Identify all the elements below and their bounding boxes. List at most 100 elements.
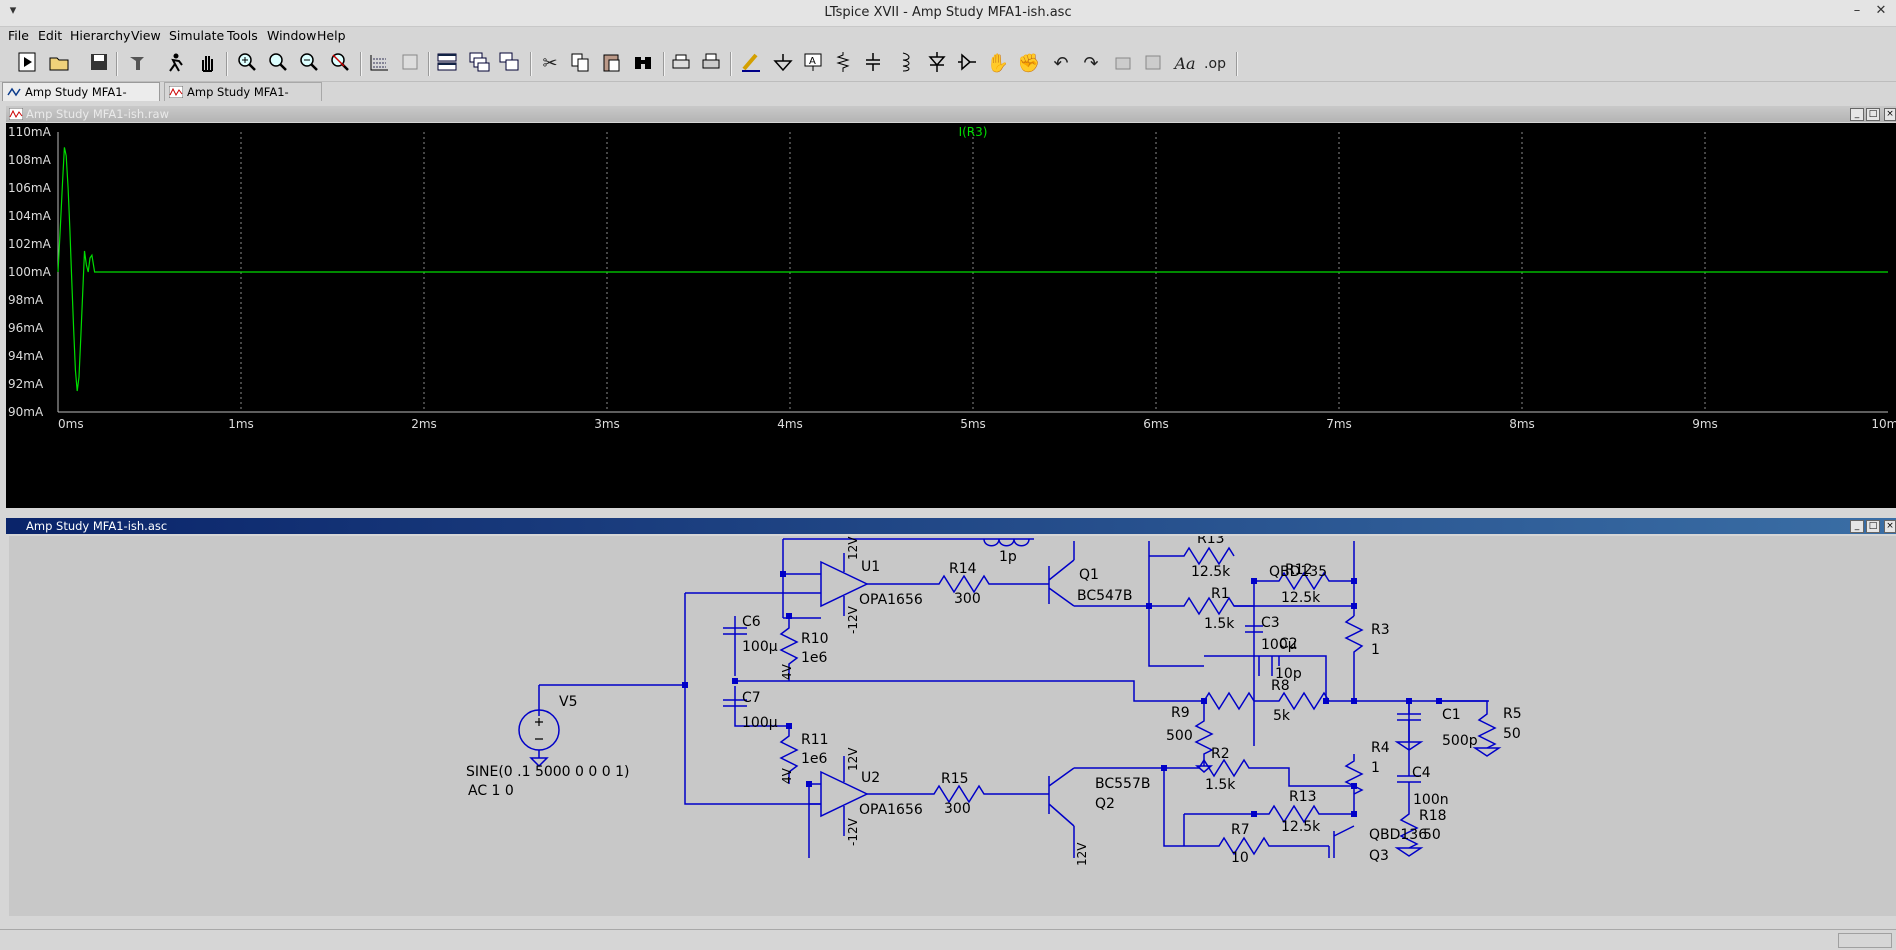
label-r7-value: 10 <box>1231 850 1249 866</box>
label-net-icon[interactable]: A <box>800 51 826 77</box>
waveform-plot-area[interactable]: 0ms1ms2ms3ms4ms5ms6ms7ms8ms9ms10ms110mA1… <box>6 123 1896 508</box>
schematic-close-button[interactable]: × <box>1884 520 1896 533</box>
new-schematic-icon[interactable] <box>14 51 40 77</box>
autorange-icon[interactable] <box>366 51 392 77</box>
chart-title: I(R3) <box>959 125 988 139</box>
draw-wire-icon[interactable] <box>738 51 764 77</box>
zoom-pan-icon[interactable] <box>265 51 291 77</box>
label-v5-ac: AC 1 0 <box>468 783 514 799</box>
undo-icon[interactable]: ↶ <box>1053 53 1069 74</box>
save-icon[interactable] <box>86 51 112 77</box>
capacitor-icon[interactable] <box>860 51 886 77</box>
redo-icon[interactable]: ↷ <box>1083 53 1099 74</box>
menu-window[interactable]: Window <box>267 28 317 43</box>
window-menu-icon[interactable]: ▾ <box>9 3 17 18</box>
pick-visible-icon[interactable] <box>397 51 423 77</box>
label-r11: R11 <box>801 732 829 748</box>
schematic-window-caption[interactable]: Amp Study MFA1-ish.asc <box>6 518 1896 534</box>
label-c7: C7 <box>742 690 761 706</box>
label-u1: U1 <box>861 559 880 575</box>
plot-minimize-button[interactable]: _ <box>1850 108 1864 121</box>
label-c4-value: 100n <box>1413 792 1449 808</box>
ground-icon[interactable] <box>770 51 796 77</box>
open-icon[interactable] <box>46 51 72 77</box>
inductor-icon[interactable] <box>891 51 917 77</box>
x-tick-label: 3ms <box>594 417 620 431</box>
status-bar <box>0 929 1896 950</box>
paste-icon[interactable] <box>598 51 624 77</box>
window-title: LTspice XVII - Amp Study MFA1-ish.asc <box>824 5 1072 20</box>
menu-bar: File Edit Hierarchy View Simulate Tools … <box>0 27 1896 47</box>
tab-schematic[interactable]: Amp Study MFA1-ish.asc <box>2 82 160 118</box>
x-tick-label: 8ms <box>1509 417 1535 431</box>
close-all-icon[interactable] <box>496 51 522 77</box>
menu-file[interactable]: File <box>8 28 29 43</box>
copy-icon[interactable] <box>567 51 593 77</box>
label-u1-pos: 12V <box>846 536 860 560</box>
schematic-canvas[interactable]: U1 OPA1656 12V -12V U2 OPA1656 12V -12V … <box>9 536 1896 916</box>
label-c2: C2 <box>1279 636 1298 652</box>
schematic-minimize-button[interactable]: _ <box>1850 520 1864 533</box>
label-u2: U2 <box>861 770 880 786</box>
label-r18: R18 <box>1419 808 1447 824</box>
plot-close-button[interactable]: × <box>1884 108 1896 121</box>
label-r18-value: 50 <box>1423 827 1441 843</box>
mirror-icon[interactable] <box>1140 51 1166 77</box>
label-r8-value: 5k <box>1273 708 1291 724</box>
y-tick-label: 104mA <box>8 209 52 223</box>
spice-directive-icon[interactable]: .op <box>1204 56 1226 72</box>
circuit-diagram[interactable]: U1 OPA1656 12V -12V U2 OPA1656 12V -12V … <box>9 536 1896 916</box>
menu-edit[interactable]: Edit <box>38 28 63 43</box>
label-u2-pos: 12V <box>846 747 860 771</box>
halt-icon[interactable] <box>194 51 220 77</box>
status-cell <box>1838 933 1892 948</box>
tab-waveform[interactable]: Amp Study MFA1-ish.raw <box>164 82 322 118</box>
cascade-icon[interactable] <box>466 51 492 77</box>
zoom-in-icon[interactable] <box>234 51 260 77</box>
label-r10: R10 <box>801 631 829 647</box>
label-r9-value: 500 <box>1166 728 1193 744</box>
rotate-icon[interactable] <box>1110 51 1136 77</box>
x-tick-label: 5ms <box>960 417 986 431</box>
menu-help[interactable]: Help <box>317 28 346 43</box>
zoom-fit-icon[interactable] <box>327 51 353 77</box>
control-panel-icon[interactable] <box>124 51 150 77</box>
label-r14-value: 300 <box>954 591 981 607</box>
y-tick-label: 98mA <box>8 293 44 307</box>
waveform-chart[interactable]: 0ms1ms2ms3ms4ms5ms6ms7ms8ms9ms10ms110mA1… <box>6 123 1896 508</box>
run-icon[interactable] <box>162 51 188 77</box>
resistor-icon[interactable] <box>830 51 856 77</box>
toolbar: ✂ A ✋ ✊ ↶ ↷ Aa .op <box>0 47 1896 82</box>
label-r11-node: 4V <box>780 767 794 784</box>
label-v5-source: SINE(0 .1 5000 0 0 0 1) <box>466 764 629 780</box>
menu-view[interactable]: View <box>131 28 161 43</box>
y-tick-label: 110mA <box>8 125 52 139</box>
print-setup-icon[interactable] <box>668 51 694 77</box>
schematic-maximize-button[interactable]: □ <box>1866 520 1880 533</box>
menu-simulate[interactable]: Simulate <box>169 28 225 43</box>
tile-icon[interactable] <box>434 51 460 77</box>
print-icon[interactable] <box>698 51 724 77</box>
label-r2: R2 <box>1211 746 1230 762</box>
y-tick-label: 106mA <box>8 181 52 195</box>
label-r11-value: 1e6 <box>801 751 828 767</box>
plot-window-caption[interactable]: Amp Study MFA1-ish.raw <box>6 106 1896 122</box>
label-r5: R5 <box>1503 706 1522 722</box>
zoom-out-icon[interactable] <box>296 51 322 77</box>
menu-hierarchy[interactable]: Hierarchy <box>70 28 131 43</box>
minimize-button[interactable]: – <box>1853 3 1861 18</box>
diode-icon[interactable] <box>924 51 950 77</box>
drag-icon[interactable]: ✊ <box>1017 53 1041 74</box>
close-button[interactable]: ✕ <box>1875 3 1887 18</box>
component-icon[interactable] <box>954 51 980 77</box>
text-icon[interactable]: Aa <box>1174 54 1196 73</box>
menu-tools[interactable]: Tools <box>227 28 258 43</box>
schematic-window[interactable]: Amp Study MFA1-ish.asc _ □ × <box>6 518 1896 923</box>
plot-maximize-button[interactable]: □ <box>1866 108 1880 121</box>
schematic-window-title: Amp Study MFA1-ish.asc <box>26 519 168 533</box>
find-icon[interactable] <box>630 51 656 77</box>
cut-icon[interactable]: ✂ <box>542 53 558 74</box>
move-icon[interactable]: ✋ <box>986 53 1010 74</box>
label-r15: R15 <box>941 771 969 787</box>
